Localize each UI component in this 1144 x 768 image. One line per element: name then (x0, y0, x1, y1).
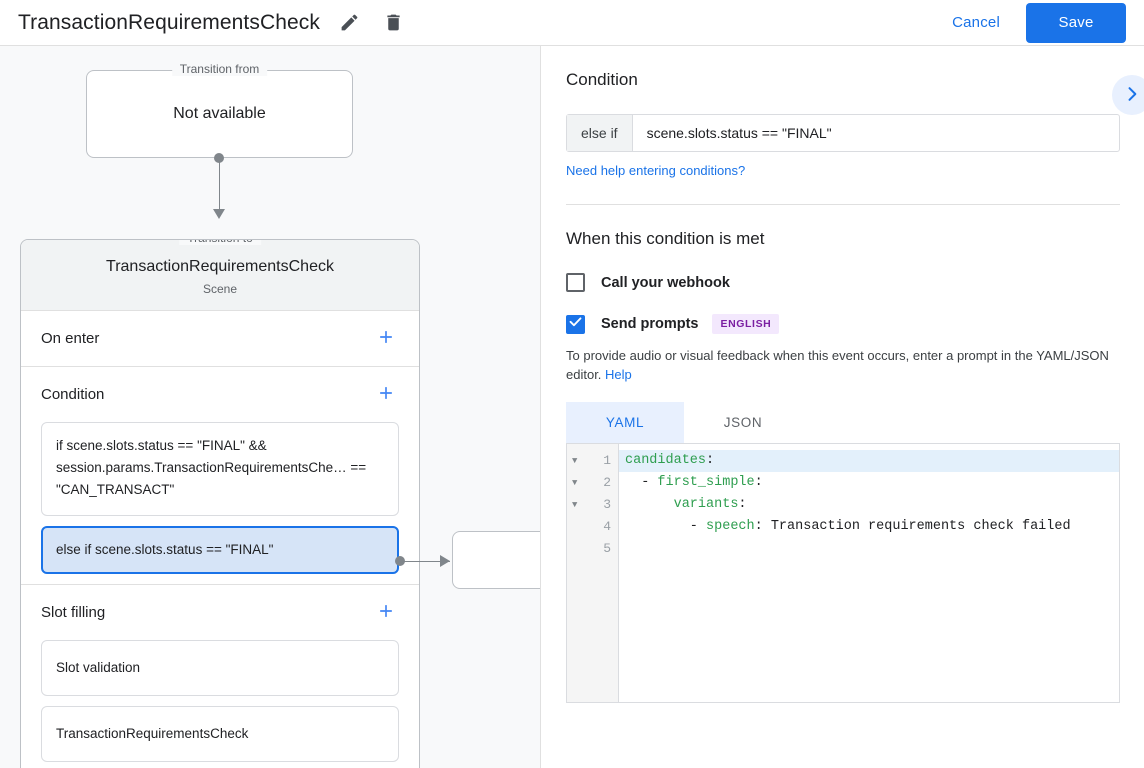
code-value: : (706, 453, 715, 468)
edit-button[interactable] (334, 8, 364, 38)
code-key: first_simple (657, 475, 755, 490)
page-title: TransactionRequirementsCheck (18, 10, 320, 34)
add-on-enter-button[interactable] (373, 326, 399, 352)
line-number: 1 (603, 453, 611, 468)
panel-divider (566, 204, 1120, 205)
code-key: speech (706, 519, 755, 534)
code-indent: - (625, 519, 707, 534)
panel-when-met-section: When this condition is met Call your web… (542, 205, 1144, 703)
trash-icon (383, 12, 404, 33)
webhook-checkbox[interactable] (566, 273, 585, 292)
send-prompts-checkbox[interactable] (566, 314, 585, 334)
panel-condition-heading: Condition (566, 70, 638, 89)
scene-section-slot-filling: Slot filling Slot validation Transaction… (21, 585, 419, 762)
condition-label: Condition (41, 386, 105, 403)
code-line[interactable] (619, 538, 1119, 560)
code-line[interactable]: candidates: (619, 450, 1119, 472)
code-value: : Transaction requirements check failed (754, 519, 1071, 534)
send-prompts-description: To provide audio or visual feedback when… (566, 346, 1120, 384)
flow-canvas[interactable]: Transition from Not available Transition… (0, 46, 541, 768)
line-number: 3 (603, 497, 611, 512)
send-prompts-checkbox-row[interactable]: Send prompts ENGLISH (566, 314, 1120, 334)
gutter-line: ▼1 (567, 450, 618, 472)
condition-expression-input[interactable] (632, 115, 1119, 151)
code-line[interactable]: - speech: Transaction requirements check… (619, 516, 1119, 538)
transition-to-card[interactable]: Transition to TransactionRequirementsChe… (20, 239, 420, 768)
condition-row[interactable]: Condition (41, 367, 399, 422)
chevron-right-icon (1122, 84, 1142, 107)
gutter-line: 5 (567, 538, 618, 560)
code-key: variants (673, 497, 739, 512)
code-key: candidates (625, 453, 707, 468)
transition-to-legend: Transition to (179, 240, 261, 245)
check-icon (568, 314, 583, 334)
scene-section-condition: Condition if scene.slots.status == "FINA… (21, 367, 419, 585)
plus-icon (376, 383, 396, 406)
code-line[interactable]: - first_simple: (619, 472, 1119, 494)
scene-type: Scene (202, 282, 238, 296)
line-number: 4 (603, 519, 611, 534)
add-slot-filling-button[interactable] (373, 600, 399, 626)
tab-yaml[interactable]: YAML (566, 402, 684, 443)
transition-from-value: Not available (173, 105, 266, 122)
save-button[interactable]: Save (1026, 2, 1126, 43)
condition-field[interactable]: else if (566, 114, 1120, 152)
slot-filling-item-check[interactable]: TransactionRequirementsCheck (41, 706, 399, 762)
details-panel: Condition else if Need help entering con… (542, 46, 1144, 768)
yaml-help-link[interactable]: Help (605, 367, 632, 382)
scene-name: TransactionRequirementsCheck (106, 258, 334, 275)
code-indent (625, 497, 674, 512)
plus-icon (376, 327, 396, 350)
connector-arrow-down (213, 209, 225, 219)
editor-tabs: YAML JSON (566, 402, 1120, 443)
slot-filling-label: Slot filling (41, 604, 106, 621)
fold-triangle-icon[interactable]: ▼ (572, 500, 578, 510)
panel-condition-section: Condition else if Need help entering con… (542, 46, 1144, 205)
transition-from-card[interactable]: Transition from Not available (86, 62, 353, 158)
target-node-card[interactable] (452, 531, 540, 589)
code-indent: - (625, 475, 658, 490)
code-line[interactable]: variants: (619, 494, 1119, 516)
fold-triangle-icon[interactable]: ▼ (572, 456, 578, 466)
when-met-heading: When this condition is met (566, 229, 765, 248)
collapse-panel-button[interactable] (1112, 75, 1144, 115)
send-prompts-label: Send prompts (601, 316, 699, 332)
gutter-line: ▼3 (567, 494, 618, 516)
tab-json[interactable]: JSON (684, 402, 802, 443)
slot-filling-item-validation[interactable]: Slot validation (41, 640, 399, 696)
cancel-button[interactable]: Cancel (940, 6, 1012, 39)
connector-arrow-right (440, 555, 450, 567)
code-value: : (754, 475, 763, 490)
code-value: : (738, 497, 747, 512)
add-condition-button[interactable] (373, 382, 399, 408)
condition-prefix: else if (567, 115, 633, 151)
delete-button[interactable] (378, 8, 408, 38)
fold-triangle-icon[interactable]: ▼ (572, 478, 578, 488)
language-badge: ENGLISH (712, 314, 780, 334)
condition-item-else-if[interactable]: else if scene.slots.status == "FINAL" (41, 526, 399, 574)
app-header: TransactionRequirementsCheck Cancel Save (0, 0, 1144, 46)
on-enter-label: On enter (41, 330, 100, 347)
condition-item-if[interactable]: if scene.slots.status == "FINAL" && sess… (41, 422, 399, 516)
webhook-label: Call your webhook (601, 274, 730, 291)
plus-icon (376, 601, 396, 624)
connector-line-horizontal (400, 560, 450, 562)
line-number: 2 (603, 475, 611, 490)
scene-header: TransactionRequirementsCheck Scene (21, 240, 419, 311)
webhook-checkbox-row[interactable]: Call your webhook (566, 273, 1120, 292)
description-text: To provide audio or visual feedback when… (566, 348, 1109, 382)
scene-section-on-enter: On enter (21, 311, 419, 367)
on-enter-row[interactable]: On enter (41, 311, 399, 366)
transition-from-legend: Transition from (171, 62, 268, 76)
gutter-line: ▼2 (567, 472, 618, 494)
editor-code-area[interactable]: candidates: - first_simple: variants: - … (619, 444, 1119, 702)
connector-line-vertical (218, 158, 220, 216)
gutter-line: 4 (567, 516, 618, 538)
condition-help-link[interactable]: Need help entering conditions? (566, 163, 746, 178)
slot-filling-row[interactable]: Slot filling (41, 585, 399, 640)
line-number: 5 (603, 541, 611, 556)
pencil-icon (339, 12, 360, 33)
